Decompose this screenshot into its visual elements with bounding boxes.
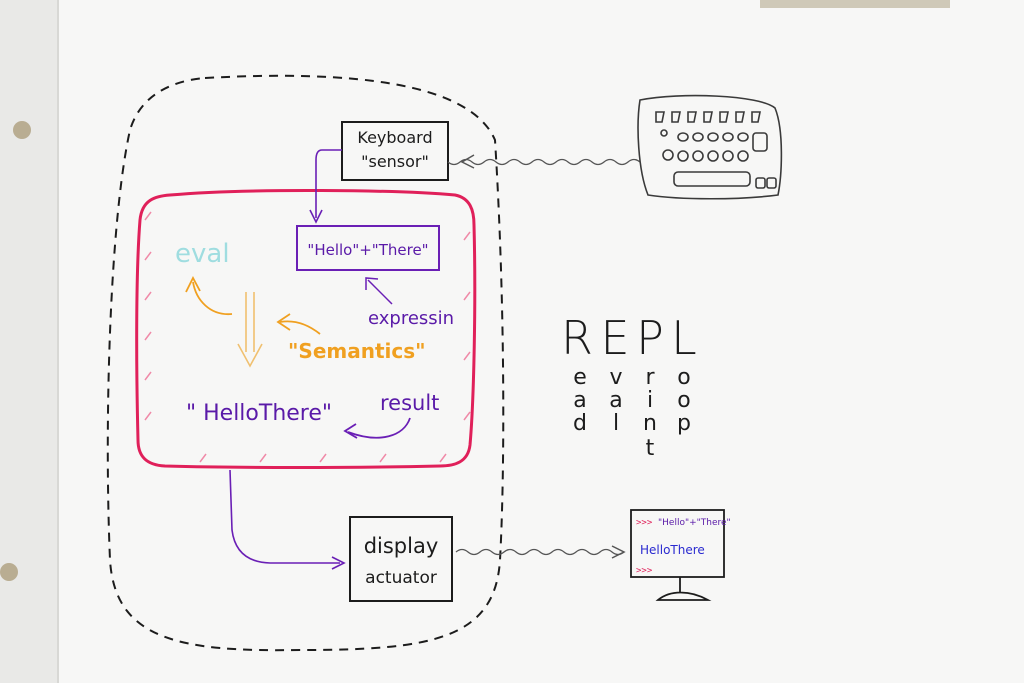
expression-label-arrow — [367, 279, 393, 305]
display-actuator-line1: display — [364, 534, 439, 558]
repl-letter: E — [600, 311, 629, 365]
repl-column-letter: l — [613, 411, 619, 436]
sensor-to-expression-arrowhead — [309, 209, 323, 224]
keyboard-sensor-line2: "sensor" — [361, 152, 429, 171]
result-label: result — [380, 391, 439, 415]
result-to-display-arrow — [229, 469, 340, 564]
repl-column-letter: n — [643, 411, 657, 436]
result-arrow — [347, 417, 411, 439]
monitor-output: HelloThere — [640, 543, 705, 557]
monitor-screen — [630, 509, 725, 578]
evaluator-frame-hatch — [144, 211, 471, 463]
repl-column-letter: t — [646, 436, 655, 461]
evaluator-frame — [135, 188, 477, 469]
display-actuator-box — [349, 516, 453, 602]
repl-column-letter: r — [645, 365, 655, 390]
monitor-icon: >>> "Hello"+"There" HelloThere >>> — [630, 509, 731, 601]
eval-arrow — [192, 281, 233, 315]
repl-acronym: R E P L e a d v a l r i n t o o p — [561, 311, 697, 461]
expression-label-arrowhead — [365, 277, 379, 290]
keyboard-to-sensor-arrow — [447, 158, 641, 166]
result-value: " HelloThere" — [186, 401, 332, 426]
binder-ring-top — [13, 121, 31, 139]
repl-column-letter: o — [677, 365, 690, 390]
expression-box-text: "Hello"+"There" — [307, 241, 428, 259]
repl-column-letter: o — [677, 388, 690, 413]
semantics-label: "Semantics" — [288, 339, 426, 363]
repl-column-letter: d — [573, 411, 587, 436]
board-top-tray — [760, 0, 950, 8]
sensor-to-expression-arrow — [315, 149, 342, 218]
evaluation-double-arrow — [237, 292, 263, 368]
repl-column-letter: p — [677, 411, 691, 436]
monitor-prompt-2: >>> — [636, 566, 653, 576]
monitor-input: "Hello"+"There" — [658, 518, 731, 528]
result-to-display-arrowhead — [331, 556, 346, 570]
monitor-stand — [655, 577, 712, 601]
actuator-to-monitor-arrowhead — [611, 545, 626, 559]
repl-letter: L — [671, 311, 697, 365]
keyboard-icon — [637, 94, 783, 200]
expression-label: expressin — [368, 308, 454, 329]
repl-letter: R — [561, 311, 593, 365]
actuator-to-monitor-arrow — [455, 548, 625, 556]
repl-column-letter: e — [573, 365, 587, 390]
expression-box — [296, 225, 440, 271]
semantics-arrow — [279, 320, 321, 335]
repl-letter: P — [636, 311, 664, 365]
display-actuator-line2: actuator — [365, 568, 437, 588]
binder-ring-bottom — [0, 563, 18, 581]
system-boundary — [106, 74, 505, 652]
eval-label: eval — [175, 239, 230, 269]
result-arrowhead — [343, 423, 358, 439]
eval-arrowhead — [185, 276, 201, 293]
repl-column-letter: v — [609, 365, 622, 390]
keyboard-sensor-box — [341, 121, 449, 181]
monitor-prompt: >>> — [636, 518, 653, 528]
keyboard-sensor-line1: Keyboard — [357, 128, 432, 147]
repl-column-letter: i — [647, 388, 653, 413]
repl-column-letter: a — [573, 388, 586, 413]
semantics-arrowhead — [276, 313, 291, 331]
board-surface — [58, 0, 1024, 683]
keyboard-to-sensor-arrowhead — [460, 154, 475, 169]
repl-column-letter: a — [609, 388, 622, 413]
